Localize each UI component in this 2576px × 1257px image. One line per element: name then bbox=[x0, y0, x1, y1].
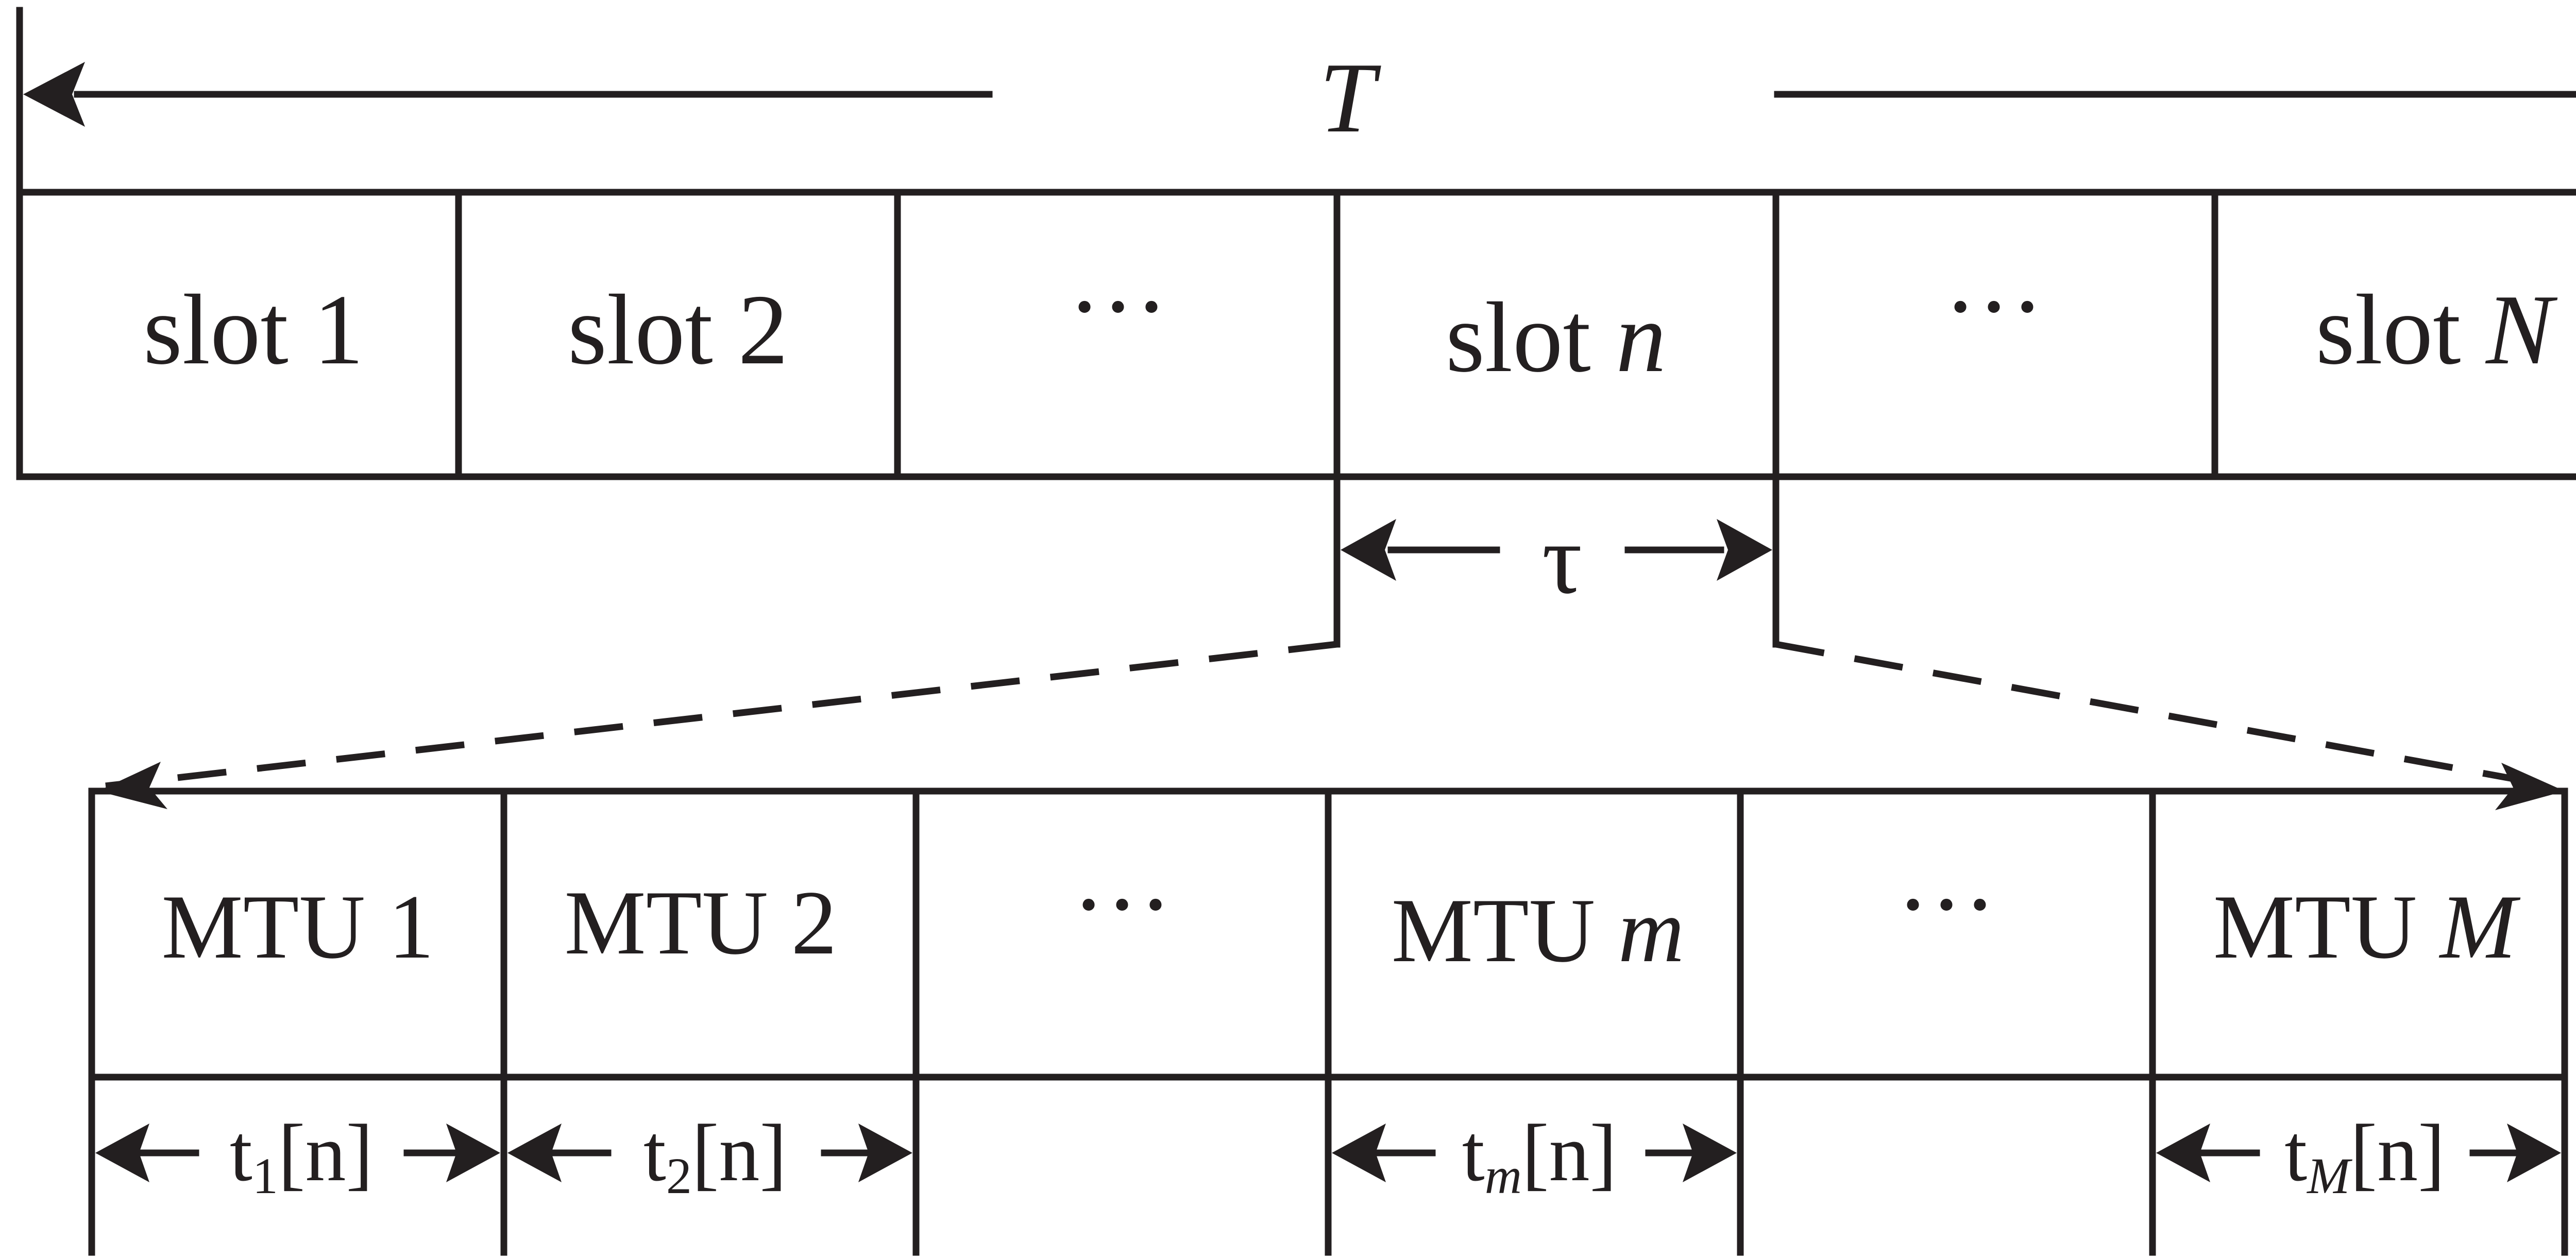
zoom-arrow-right-head bbox=[2495, 763, 2565, 810]
zoom-lines bbox=[98, 641, 2565, 810]
zoom-line-right bbox=[1775, 641, 2526, 784]
mtu-ellipsis: ··· bbox=[1896, 849, 1997, 960]
duration-arrow-left-head bbox=[507, 1124, 562, 1182]
slot-duration-dimension: τ bbox=[1333, 473, 1780, 648]
mtu-duration-2: t2[n] bbox=[507, 1108, 912, 1204]
zoom-line-left bbox=[105, 641, 1337, 790]
zoom-arrow-left-head bbox=[98, 762, 167, 809]
slot-duration-label: τ bbox=[1542, 504, 1582, 615]
mtu-duration-label: tM[n] bbox=[2284, 1108, 2445, 1204]
mtu-duration-M: tM[n] bbox=[2156, 1108, 2561, 1204]
period-dimension: T bbox=[16, 7, 2576, 480]
mtu-duration-1: t1[n] bbox=[95, 1108, 500, 1204]
duration-arrow-left-head bbox=[95, 1124, 149, 1182]
slot-label: slot N bbox=[2316, 274, 2558, 386]
slot-label: slot 1 bbox=[143, 274, 364, 386]
duration-arrow-right-head bbox=[2507, 1124, 2561, 1182]
mtu-label: MTU m bbox=[1392, 879, 1685, 981]
mtu-label: MTU M bbox=[2213, 876, 2521, 978]
slot-row-border bbox=[16, 189, 2576, 480]
mtu-label: MTU 1 bbox=[161, 876, 434, 978]
tau-arrow-right-head bbox=[1717, 519, 1772, 581]
duration-arrow-right-head bbox=[858, 1124, 912, 1182]
slot-ellipsis: ··· bbox=[1068, 251, 1168, 362]
duration-arrow-left-head bbox=[1332, 1124, 1386, 1182]
mtu-duration-label: tm[n] bbox=[1462, 1108, 1617, 1204]
mtu-ellipsis: ··· bbox=[1072, 849, 1173, 960]
duration-arrow-right-head bbox=[1683, 1124, 1737, 1182]
slot-row: slot 1 slot 2 ··· slot n ··· slot N bbox=[16, 189, 2576, 480]
mtu-duration-label: t2[n] bbox=[643, 1108, 787, 1204]
mtu-row: MTU 1 MTU 2 ··· MTU m ··· MTU M bbox=[88, 787, 2568, 1256]
duration-arrow-right-head bbox=[446, 1124, 500, 1182]
period-label: T bbox=[1319, 42, 1381, 154]
mtu-duration-m: tm[n] bbox=[1332, 1108, 1737, 1204]
slot-label: slot n bbox=[1446, 282, 1666, 393]
slot-label: slot 2 bbox=[568, 274, 788, 386]
period-arrow-left-head bbox=[23, 62, 85, 127]
mtu-duration-label: t1[n] bbox=[230, 1108, 373, 1204]
mtu-label: MTU 2 bbox=[564, 871, 837, 974]
tau-arrow-left-head bbox=[1341, 519, 1396, 581]
duration-arrow-left-head bbox=[2156, 1124, 2210, 1182]
slot-ellipsis: ··· bbox=[1944, 251, 2044, 362]
